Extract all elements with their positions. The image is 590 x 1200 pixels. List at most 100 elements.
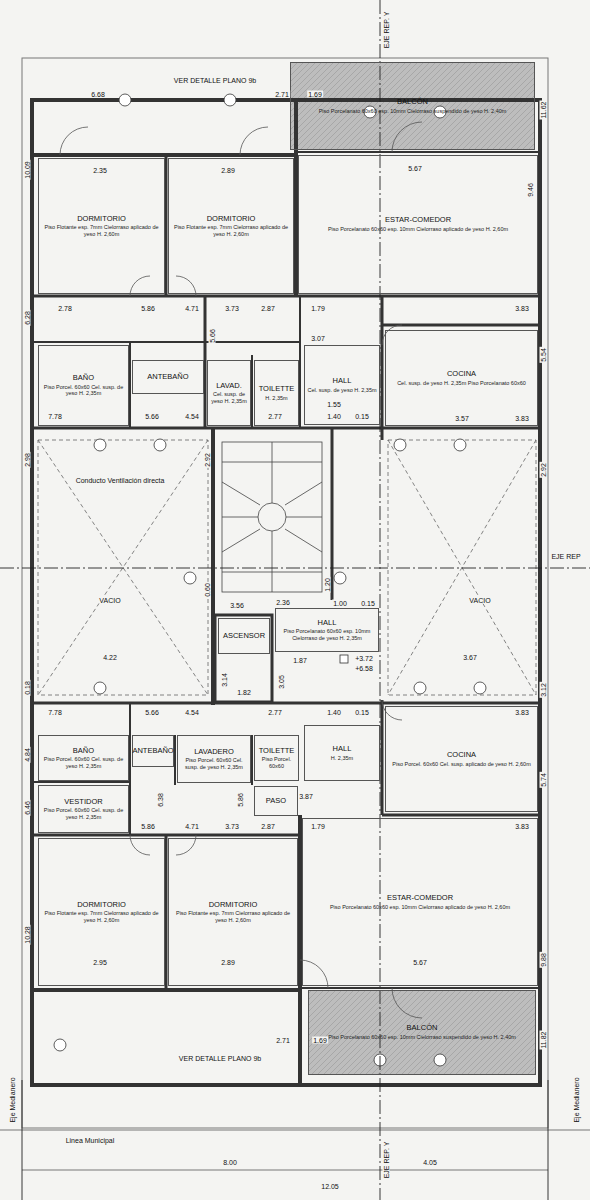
dimension-label: 7.78: [47, 709, 63, 716]
door-swing: [240, 127, 268, 155]
room: BALCÓNPiso Porcelanato 60x60 esp. 10mm C…: [290, 62, 535, 150]
dimension-label: +3.72: [354, 655, 374, 662]
dimension-label: 3.12: [540, 682, 547, 698]
room-name: BAÑO: [73, 747, 94, 756]
dimension-label: Conducto Ventilación directa: [75, 477, 166, 484]
callout-circle: [454, 439, 466, 451]
room: ASCENSOR: [218, 618, 270, 654]
wall: [32, 341, 300, 343]
dimension-label: 3.73: [224, 305, 240, 312]
axis-y: [380, 0, 381, 1200]
callout-circle: [54, 1039, 66, 1051]
dimension-label: EJE REP: [550, 553, 581, 560]
finish-spec: Cel. susp. de yeso H. 2,35m: [307, 387, 376, 394]
stair-tread: [272, 531, 273, 592]
finish-spec: Piso Porcelanato 60x60 esp. 10mm Cielorr…: [328, 1034, 516, 1041]
room: LAVAD.Cel. susp. de yeso H. 2,35m: [207, 360, 251, 426]
finish-spec: Piso Porcelanato 60x60 esp. 10mm Cielorr…: [330, 904, 510, 911]
room-name: ANTEBAÑO: [147, 373, 188, 382]
finish-spec: Piso Porcel. 60x60 Cel. susp. aplicado d…: [392, 761, 531, 768]
dimension-label: 5.67: [407, 165, 423, 172]
callout-circle: [474, 682, 486, 694]
room: DORMITORIOPiso Flotante esp. 7mm Cielorr…: [38, 158, 165, 294]
room-name: COCINA: [447, 751, 476, 760]
void-outline: [38, 440, 208, 695]
room: TOILETTEPiso Porcel. 60x60: [254, 735, 299, 781]
dimension-label: 3.83: [514, 823, 530, 830]
dimension-label: 0.15: [354, 709, 370, 716]
dimension-label: 3.07: [310, 335, 326, 342]
stair-tread: [222, 517, 258, 518]
dimension-label: 1.69: [307, 91, 323, 98]
room: HALLPiso Porcelanato 60x60 esp. 10mm Cie…: [275, 608, 379, 652]
dimension-label: 3.57: [454, 415, 470, 422]
finish-spec: Piso Porcel. 60x60 Cel. susp. de yeso H.…: [41, 807, 126, 820]
lot-boundary: [22, 58, 548, 1128]
wall: [381, 296, 384, 440]
finish-spec: Piso Porcel. 60x60 Cel. susp. de yeso H.…: [41, 756, 126, 769]
dimension-label: 3.83: [514, 709, 530, 716]
wall: [32, 702, 540, 705]
room-name: HALL: [318, 619, 337, 628]
dimension-label: VACIO: [468, 597, 491, 604]
finish-spec: Piso Flotante esp. 7mm Cielorraso aplica…: [41, 224, 162, 237]
dimension-label: 2.87: [260, 305, 276, 312]
callout-circle: [334, 572, 346, 584]
finish-spec: Cel. susp. de yeso H. 2,35m Piso Porcela…: [397, 380, 526, 387]
room-name: DORMITORIO: [77, 901, 126, 910]
room: COCINACel. susp. de yeso H. 2,35m Piso P…: [385, 330, 538, 426]
room-name: ANTEBAÑO: [132, 747, 173, 756]
dimension-label: 3.87: [298, 793, 314, 800]
dimension-label: 1.40: [326, 413, 342, 420]
dimension-label: 6.28: [24, 310, 31, 326]
wall: [251, 735, 253, 785]
room-name: HALL: [333, 377, 352, 386]
room: COCINAPiso Porcel. 60x60 Cel. susp. apli…: [385, 706, 538, 812]
room: ANTEBAÑO: [132, 735, 174, 767]
dimension-label: Eje Medianero: [9, 1076, 16, 1123]
dimension-label: 4.54: [184, 709, 200, 716]
room: LAVADEROPiso Porcel. 60x60 Cel. susp. de…: [177, 735, 251, 783]
callout-circle: [154, 439, 166, 451]
wall: [32, 153, 296, 157]
dimension-label: 2.35: [92, 167, 108, 174]
room-name: ASCENSOR: [223, 632, 265, 641]
dimension-label: 5.66: [144, 413, 160, 420]
stair-well: [258, 503, 286, 531]
dimension-label: 4.05: [422, 1159, 438, 1166]
room: PASO: [254, 786, 298, 816]
dimension-label: 9.88: [540, 952, 547, 968]
room: ESTAR-COMEDORPiso Porcelanato 60x60 esp.…: [298, 155, 538, 294]
dimension-label: 3.83: [514, 305, 530, 312]
finish-spec: H. 2,35m: [265, 395, 287, 402]
room-name: DORMITORIO: [207, 215, 256, 224]
dimension-label: 5.86: [237, 792, 244, 808]
dimension-label: 10.28: [24, 925, 31, 945]
callout-circle: [94, 439, 106, 451]
dimension-label: 3.83: [514, 415, 530, 422]
dimension-label: 7.78: [47, 413, 63, 420]
dimension-label: 4.54: [184, 413, 200, 420]
balcony-fill: [290, 62, 536, 1075]
dimension-label: 11.82: [540, 1031, 547, 1050]
dimension-label: EJE REP. Y: [383, 11, 390, 50]
dimension-label: 6.68: [90, 91, 106, 98]
dimension-label: 4.22: [102, 654, 118, 661]
finish-spec: Piso Porcel. 60x60 Cel. susp. de yeso H.…: [41, 384, 126, 397]
stair: [222, 442, 322, 592]
dimension-label: 3.05: [278, 674, 285, 690]
finish-spec: H. 2,35m: [331, 755, 353, 762]
finish-spec: Piso Porcel. 60x60 Cel. susp. de yeso H.…: [180, 757, 248, 770]
dimension-label: 4.71: [184, 305, 200, 312]
dimension-label: 2.77: [267, 709, 283, 716]
dimension-label: 5.54: [540, 347, 547, 363]
room-name: BALCÓN: [407, 1024, 438, 1033]
dimension-label: 2.77: [267, 413, 283, 420]
door-swing: [392, 122, 422, 152]
wall: [32, 427, 540, 430]
wall: [382, 324, 540, 327]
municipal-line: [0, 1130, 590, 1131]
room-name: LAVAD.: [216, 382, 242, 391]
